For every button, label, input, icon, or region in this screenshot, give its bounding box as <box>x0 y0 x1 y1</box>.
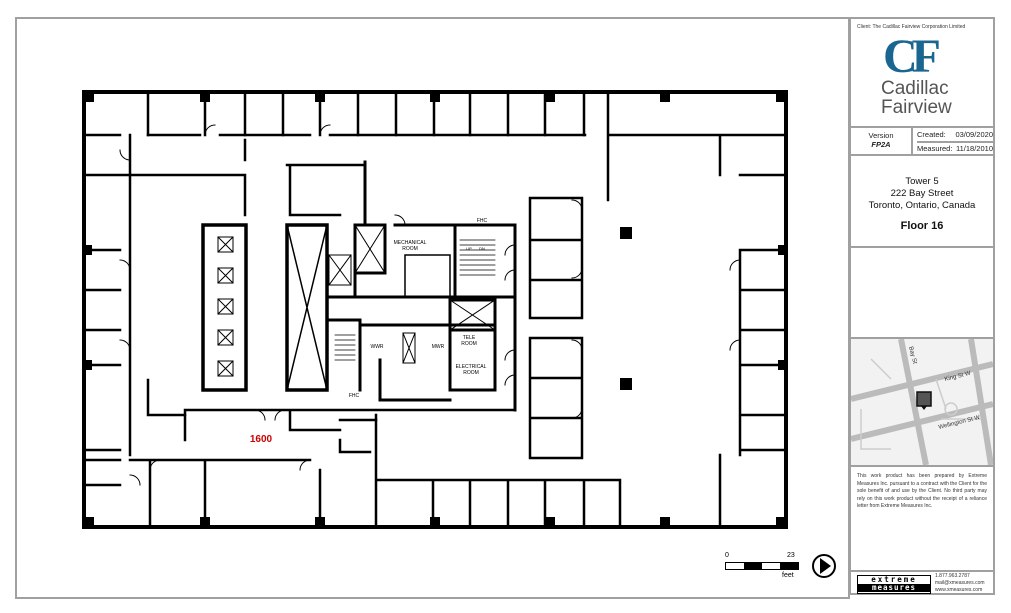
fhc-label-2: FHC <box>349 393 360 399</box>
phone: 1.877.963.2787 <box>935 573 970 579</box>
address-line1: Tower 5 <box>905 176 939 187</box>
measured-label: Measured: <box>917 144 953 153</box>
tele-room-label-2: ROOM <box>461 341 477 347</box>
extreme-measures-logo: extreme measures <box>857 575 931 594</box>
address-line2: 222 Bay Street <box>890 188 954 199</box>
floor-label: Floor 16 <box>900 220 944 232</box>
version-label: Version <box>868 131 894 140</box>
address-line3: Toronto, Ontario, Canada <box>868 200 976 211</box>
cadillac-fairview-logo: CF <box>883 30 941 83</box>
fhc-label: FHC <box>477 218 488 224</box>
measured-value: 11/18/2010 <box>956 144 993 153</box>
email-link[interactable]: mail@xmeasures.com <box>935 580 985 586</box>
created-label: Created: <box>917 130 946 139</box>
tele-room-label: TELE <box>463 335 476 341</box>
logo-measures: measures <box>858 584 930 592</box>
exterior-wall <box>82 90 788 529</box>
scale-start: 0 <box>725 552 729 559</box>
created-value: 03/09/2020 <box>955 130 993 139</box>
scale-unit: feet <box>782 572 794 579</box>
measured-row: Measured: 11/18/2010 <box>917 144 993 153</box>
stair-up-label: UP <box>466 246 472 251</box>
wwr-label: WWR <box>370 344 383 350</box>
disclaimer-text: This work product has been prepared by E… <box>857 473 987 509</box>
columns <box>84 92 786 527</box>
door-swings <box>119 124 741 486</box>
created-row: Created: 03/09/2020 <box>917 130 993 143</box>
logo-name-line1: Cadillac <box>881 78 949 99</box>
map-street-bay: Bay St <box>907 346 917 365</box>
client-label: Client: The Cadillac Fairview Corporatio… <box>857 24 966 30</box>
client-logo-cell: Client: The Cadillac Fairview Corporatio… <box>851 19 993 128</box>
mechanical-room-label: MECHANICAL <box>394 240 427 246</box>
mwr-label: MWR <box>432 344 445 350</box>
stair-dn-label: DN <box>479 246 485 251</box>
version-value: FP2A <box>871 140 891 149</box>
building-core <box>201 160 517 412</box>
version-cell: Version FP2A Created: 03/09/2020 Measure… <box>851 128 993 156</box>
north-arrow-icon <box>812 554 836 578</box>
office-partitions <box>82 90 788 529</box>
mechanical-room-label-2: ROOM <box>402 246 418 252</box>
floor-plan-drawing: MECHANICAL ROOM TELE ROOM ELECTRICAL ROO… <box>82 90 836 578</box>
electrical-room-label-2: ROOM <box>463 370 479 376</box>
location-map: Bay St King St W Wellington St W <box>851 339 993 467</box>
blank-cell <box>851 248 993 339</box>
stair-treads <box>334 239 496 361</box>
scale-end: 23 <box>787 552 795 559</box>
website-link[interactable]: www.xmeasures.com <box>935 587 983 593</box>
extreme-measures-cell: extreme measures 1.877.963.2787 mail@xme… <box>851 572 993 595</box>
logo-name: Cadillac Fairview <box>881 79 952 117</box>
suite-label: 1600 <box>250 434 273 445</box>
title-block: Client: The Cadillac Fairview Corporatio… <box>849 17 995 595</box>
location-pin-icon <box>916 391 932 407</box>
address-cell: Tower 5 222 Bay Street Toronto, Ontario,… <box>851 156 993 248</box>
logo-extreme: extreme <box>871 575 917 584</box>
disclaimer-cell: This work product has been prepared by E… <box>851 467 993 572</box>
logo-name-line2: Fairview <box>881 97 952 118</box>
electrical-room-label: ELECTRICAL <box>456 364 487 370</box>
